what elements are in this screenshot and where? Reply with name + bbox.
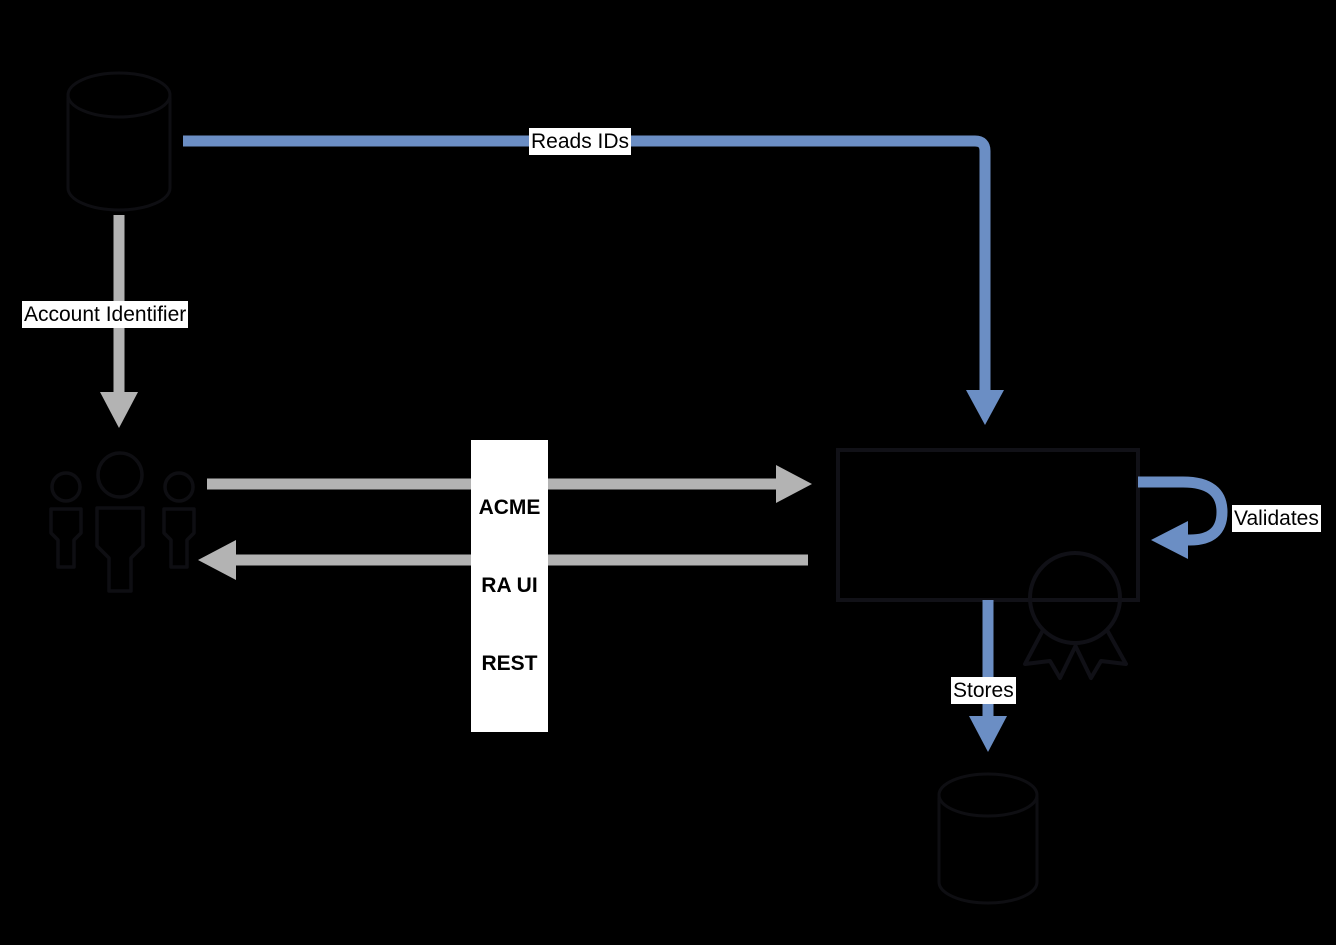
label-acme-line-2: RA UI <box>481 574 538 597</box>
label-account-identifier: Account Identifier <box>22 301 189 328</box>
acme-request-arrowhead <box>776 465 812 503</box>
edge-validates[interactable] <box>1138 476 1228 559</box>
node-acme-ra-service[interactable] <box>836 448 1140 602</box>
user-center-body <box>95 506 145 593</box>
target-database-top <box>937 772 1039 818</box>
label-validates: Validates <box>1232 505 1321 532</box>
edge-reads-ids[interactable] <box>183 135 1004 425</box>
source-database-top <box>66 71 172 119</box>
validates-arrowhead <box>1151 521 1188 559</box>
response-arrowhead <box>198 540 236 580</box>
award-ribbon-right <box>1073 629 1128 680</box>
acme-ra-service-box <box>836 448 1140 602</box>
edge-stores[interactable] <box>969 600 1007 752</box>
target-database-body <box>937 793 1039 905</box>
label-reads-ids: Reads IDs <box>529 128 632 155</box>
node-target-database[interactable] <box>937 772 1039 905</box>
reads-ids-arrowhead <box>966 390 1004 425</box>
node-users-group[interactable] <box>49 451 196 593</box>
user-right-head <box>163 471 195 503</box>
label-acme-line-3: REST <box>481 652 538 675</box>
validates-loop-line <box>1138 476 1228 546</box>
label-stores: Stores <box>951 677 1016 704</box>
label-acme-ra-ui-rest: ACME RA UI REST <box>471 440 548 732</box>
stores-arrowhead <box>969 716 1007 752</box>
node-award-seal[interactable] <box>1023 551 1128 680</box>
user-right-body <box>162 507 196 569</box>
account-identifier-arrowhead <box>100 392 138 428</box>
node-source-database[interactable] <box>66 71 172 212</box>
award-ribbon-left <box>1023 629 1078 680</box>
label-acme-line-1: ACME <box>478 496 541 519</box>
award-seal-circle <box>1028 551 1122 645</box>
user-left-head <box>50 471 82 503</box>
source-database-body <box>66 93 172 212</box>
reads-ids-line <box>183 135 991 398</box>
user-center-head <box>96 451 144 499</box>
user-left-body <box>49 507 83 569</box>
